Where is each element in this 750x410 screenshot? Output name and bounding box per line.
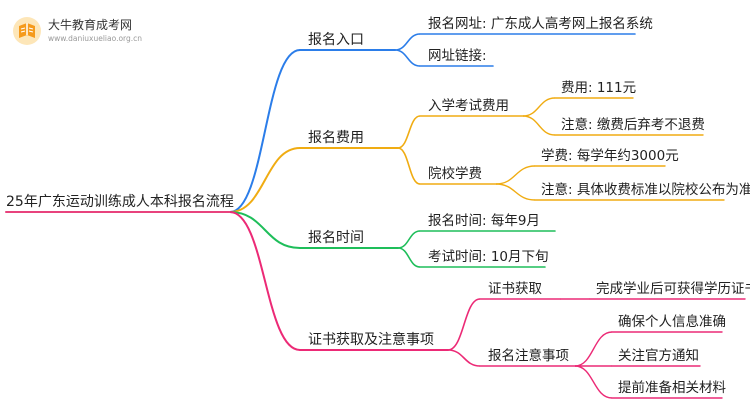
leaf-cert-1-1: 关注官方通知: [618, 347, 699, 364]
connector-entry-1: [394, 49, 421, 67]
connector-time-1: [397, 247, 421, 268]
leaf-fee-0-1: 注意: 缴费后弃考不退费: [561, 116, 705, 133]
root-title: 25年广东运动训练成人本科报名流程: [6, 194, 234, 210]
connector-fee-0-0: [522, 97, 556, 117]
node-time-0: 报名时间: 每年9月: [428, 213, 540, 229]
connector-fee-1-0: [495, 165, 536, 185]
connector-fee-0: [397, 115, 421, 149]
connector-root-time: [229, 211, 301, 249]
connector-cert-0: [447, 298, 481, 351]
connector-time-0: [397, 230, 421, 249]
leaf-cert-1-2: 提前准备相关材料: [618, 379, 726, 396]
connector-fee-1-1: [495, 183, 536, 201]
connector-cert-1: [447, 349, 481, 367]
node-cert-1: 报名注意事项: [488, 347, 569, 364]
connector-fee-1: [397, 147, 421, 185]
leaf-fee-1-0: 学费: 每学年约3000元: [541, 148, 679, 164]
logo-url: www.daniuxueliao.org.cn: [48, 34, 143, 43]
connector-cert-1-0: [574, 331, 613, 367]
connector-fee-0-1: [522, 115, 556, 136]
leaf-fee-1-1: 注意: 具体收费标准以院校公布为准: [541, 181, 750, 198]
connector-cert-1-2: [574, 365, 613, 399]
connector-entry-0: [394, 33, 421, 51]
branch-entry: 报名入口: [308, 32, 364, 48]
leaf-cert-1-0: 确保个人信息准确: [618, 313, 726, 330]
logo-name: 大牛教育成考网: [48, 18, 133, 32]
node-fee-1: 院校学费: [428, 165, 482, 182]
node-cert-0: 证书获取: [488, 281, 542, 297]
site-logo: 大牛教育成考网 www.daniuxueliao.org.cn: [12, 14, 152, 48]
branch-fee: 报名费用: [308, 130, 364, 146]
node-fee-0: 入学考试费用: [428, 98, 509, 114]
connector-root-fee: [229, 147, 301, 213]
leaf-fee-0-0: 费用: 111元: [561, 80, 636, 96]
connector-root-entry: [229, 49, 301, 213]
branch-cert: 证书获取及注意事项: [308, 331, 434, 348]
branch-time: 报名时间: [308, 230, 364, 246]
node-time-1: 考试时间: 10月下旬: [428, 249, 549, 265]
node-entry-1: 网址链接:: [428, 47, 487, 64]
book-logo-icon: [13, 17, 41, 45]
leaf-cert-0-0: 完成学业后可获得学历证书: [596, 280, 750, 297]
node-entry-0: 报名网址: 广东成人高考网上报名系统: [428, 15, 653, 32]
connector-root-cert: [229, 211, 301, 351]
